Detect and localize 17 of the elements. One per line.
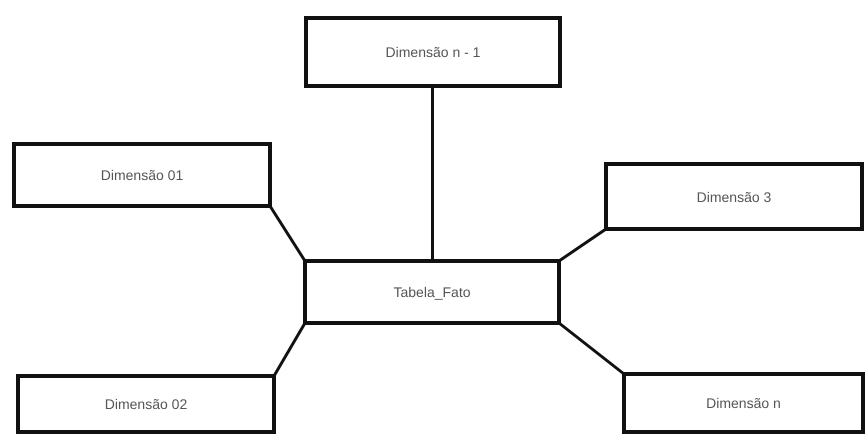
node-label: Dimensão n - 1 — [386, 44, 480, 60]
connector-line — [431, 86, 434, 261]
connector-line — [558, 228, 607, 262]
node-label: Dimensão 3 — [696, 188, 772, 204]
connector-line — [268, 205, 306, 262]
node-label: Dimensão n — [706, 395, 781, 411]
connector-line — [558, 322, 625, 376]
table-box — [16, 374, 276, 434]
table-box — [604, 162, 864, 231]
table-box — [622, 372, 865, 434]
node-label: Tabela_Fato — [393, 284, 471, 300]
node-label: Dimensão 01 — [100, 167, 184, 183]
table-box — [303, 259, 561, 325]
table-box — [304, 16, 562, 88]
connector-line — [272, 322, 306, 377]
table-box — [12, 142, 272, 208]
node-label: Dimensão 02 — [104, 396, 188, 412]
